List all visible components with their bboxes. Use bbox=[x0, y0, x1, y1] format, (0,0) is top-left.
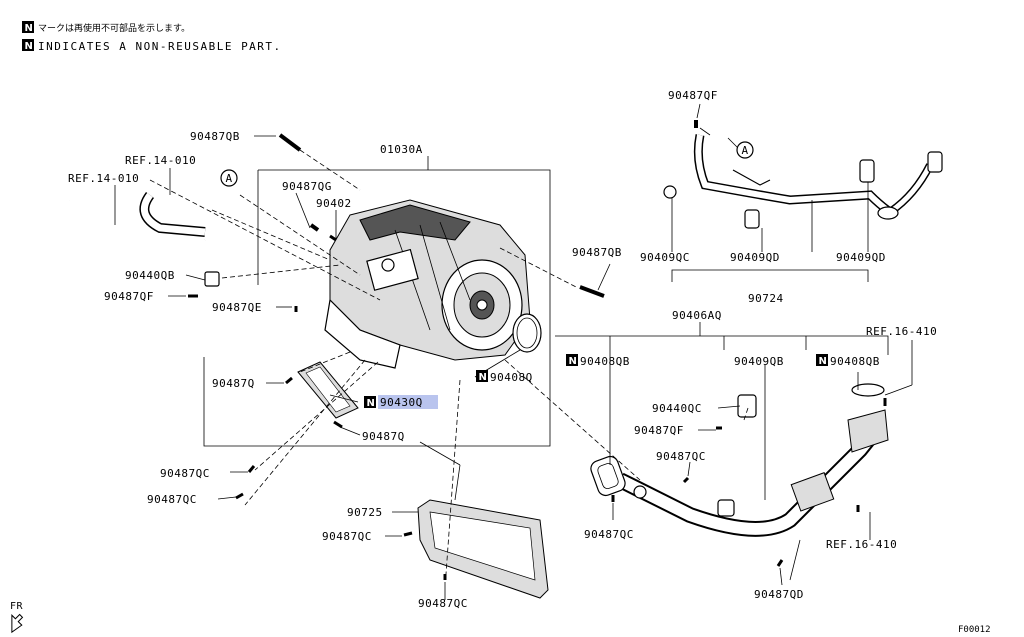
label-90406AQ: 90406AQ bbox=[672, 309, 722, 322]
marker-letter: N bbox=[819, 356, 827, 367]
label-90409QB: 90409QB bbox=[734, 355, 784, 368]
label-01030A: 01030A bbox=[380, 143, 423, 156]
label-90487QC-c: 90487QC bbox=[322, 530, 372, 543]
label-90487QF-left: 90487QF bbox=[104, 290, 154, 303]
non-reusable-marker-icon bbox=[566, 354, 578, 366]
marker-letter: N bbox=[569, 356, 577, 367]
label-90440QB: 90440QB bbox=[125, 269, 175, 282]
callout-a-engine bbox=[220, 169, 238, 187]
label-90487QE: 90487QE bbox=[212, 301, 262, 314]
label-90724: 90724 bbox=[748, 292, 784, 305]
non-reusable-marker-icon bbox=[364, 396, 376, 408]
legend: N マークは再使用不可部品を示します。 N INDICATES A NON-RE… bbox=[22, 21, 282, 53]
label-90409QD-b: 90409QD bbox=[836, 251, 886, 264]
label-ref14010-a: REF.14-010 bbox=[125, 154, 196, 167]
callout-a-letter-2: A bbox=[742, 144, 749, 157]
label-90487Q-b: 90487Q bbox=[362, 430, 405, 443]
marker-letter: N bbox=[367, 398, 375, 409]
legend-text-en: INDICATES A NON-REUSABLE PART. bbox=[38, 40, 282, 53]
label-90408QB-b: 90408QB bbox=[830, 355, 880, 368]
label-90487QB-right: 90487QB bbox=[572, 246, 622, 259]
label-90487QD: 90487QD bbox=[754, 588, 804, 601]
engine-group: A bbox=[66, 133, 641, 599]
marker-letter: N bbox=[25, 41, 33, 52]
label-90409QD-a: 90409QD bbox=[730, 251, 780, 264]
harness-group: A bbox=[555, 120, 943, 581]
label-90408Q: 90408Q bbox=[490, 371, 533, 384]
marker-letter: N bbox=[25, 23, 33, 34]
legend-text-jp: マークは再使用不可部品を示します。 bbox=[38, 22, 190, 34]
non-reusable-marker-icon bbox=[816, 354, 828, 366]
callout-a-letter: A bbox=[226, 172, 233, 185]
label-90487QC-f: 90487QC bbox=[584, 528, 634, 541]
label-ref16410-a: REF.16-410 bbox=[866, 325, 937, 338]
label-90487QC-d: 90487QC bbox=[418, 597, 468, 610]
label-90487QF-mid: 90487QF bbox=[634, 424, 684, 437]
non-reusable-marker-icon bbox=[476, 370, 488, 382]
callout-a-harness bbox=[736, 141, 754, 159]
label-90487QG: 90487QG bbox=[282, 180, 332, 193]
clamp-drawing bbox=[204, 271, 220, 287]
label-90487QF-top: 90487QF bbox=[668, 89, 718, 102]
part-labels: 90487QB 01030A REF.14-010 REF.14-010 904… bbox=[68, 89, 937, 610]
fr-label: FR bbox=[10, 601, 24, 612]
label-90402: 90402 bbox=[316, 197, 352, 210]
label-90430Q: 90430Q bbox=[380, 396, 423, 409]
footer: FR F00012 bbox=[10, 601, 991, 635]
fr-arrow-icon bbox=[11, 613, 24, 634]
label-ref16410-b: REF.16-410 bbox=[826, 538, 897, 551]
label-90487Q-a: 90487Q bbox=[212, 377, 255, 390]
marker-letter: N bbox=[479, 372, 487, 383]
bolt-drawings bbox=[188, 133, 605, 580]
highlight-box bbox=[378, 395, 438, 409]
label-90725: 90725 bbox=[347, 506, 383, 519]
label-90487QC-b: 90487QC bbox=[147, 493, 197, 506]
label-90409QC: 90409QC bbox=[640, 251, 690, 264]
motor-generator-drawing bbox=[324, 199, 531, 369]
label-90440QC: 90440QC bbox=[652, 402, 702, 415]
figure-code: F00012 bbox=[958, 625, 991, 635]
non-reusable-marker-icon bbox=[22, 39, 34, 51]
label-90487QC-a: 90487QC bbox=[160, 467, 210, 480]
label-90408QB-a: 90408QB bbox=[580, 355, 630, 368]
label-90487QC-e: 90487QC bbox=[656, 450, 706, 463]
non-reusable-marker-icon bbox=[22, 21, 34, 33]
label-ref14010-b: REF.14-010 bbox=[68, 172, 139, 185]
label-90487QB-top: 90487QB bbox=[190, 130, 240, 143]
